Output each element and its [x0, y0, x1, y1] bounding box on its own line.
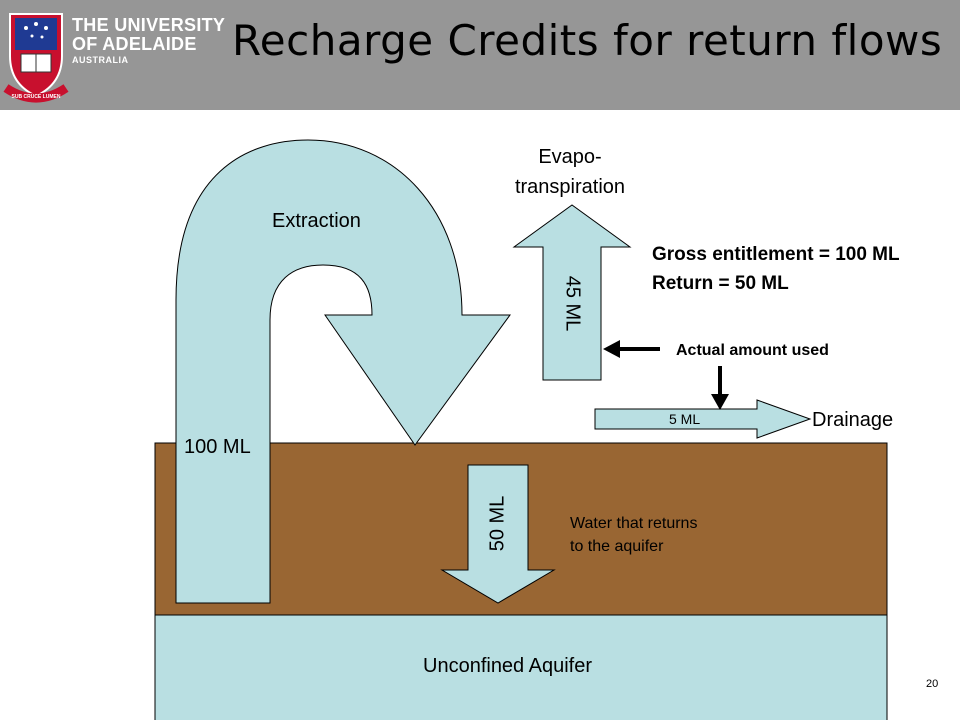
recharge-arrow	[440, 464, 556, 604]
recharge-description-line-1: Water that returns	[570, 515, 698, 532]
logo-line-2: OF ADELAIDE	[72, 34, 197, 54]
pointer-arrow-down-icon	[711, 366, 729, 410]
recharge-description-line-2: to the aquifer	[570, 538, 664, 555]
actual-amount-used-label: Actual amount used	[676, 342, 829, 359]
evapotranspiration-label: Evapo- transpiration	[490, 142, 650, 202]
aquifer-label: Unconfined Aquifer	[423, 655, 593, 677]
evapotranspiration-line-1: Evapo-	[538, 146, 602, 168]
evapotranspiration-arrow	[512, 204, 632, 381]
university-logo-text: THE UNIVERSITY OF ADELAIDE AUSTRALIA	[72, 16, 225, 66]
recharge-description: Water that returns to the aquifer	[570, 512, 697, 558]
return-label: Return = 50 ML	[652, 273, 789, 294]
drainage-label: Drainage	[812, 409, 894, 431]
drainage-amount-label: 5 ML	[669, 411, 701, 427]
pointer-arrow-left-icon	[603, 340, 660, 358]
drainage-arrow	[594, 399, 812, 439]
extraction-amount-label: 100 ML	[184, 436, 251, 458]
header-bar: SUB CRUCE LUMEN THE UNIVERSITY OF ADELAI…	[0, 0, 960, 110]
extraction-arrow	[175, 139, 511, 604]
university-crest-icon: SUB CRUCE LUMEN	[3, 13, 69, 103]
evapotranspiration-amount-label: 45 ML	[561, 275, 584, 332]
logo-line-1: THE UNIVERSITY	[72, 15, 226, 35]
svg-text:SUB CRUCE LUMEN: SUB CRUCE LUMEN	[12, 94, 61, 100]
extraction-label: Extraction	[272, 210, 361, 232]
logo-line-3: AUSTRALIA	[72, 55, 129, 65]
gross-entitlement-label: Gross entitlement = 100 ML	[652, 244, 900, 265]
evapotranspiration-line-2: transpiration	[514, 176, 626, 198]
aquifer-layer	[154, 614, 888, 720]
page-number: 20	[926, 678, 939, 690]
recharge-amount-label: 50 ML	[486, 495, 509, 552]
slide-title: Recharge Credits for return flows	[232, 16, 943, 65]
